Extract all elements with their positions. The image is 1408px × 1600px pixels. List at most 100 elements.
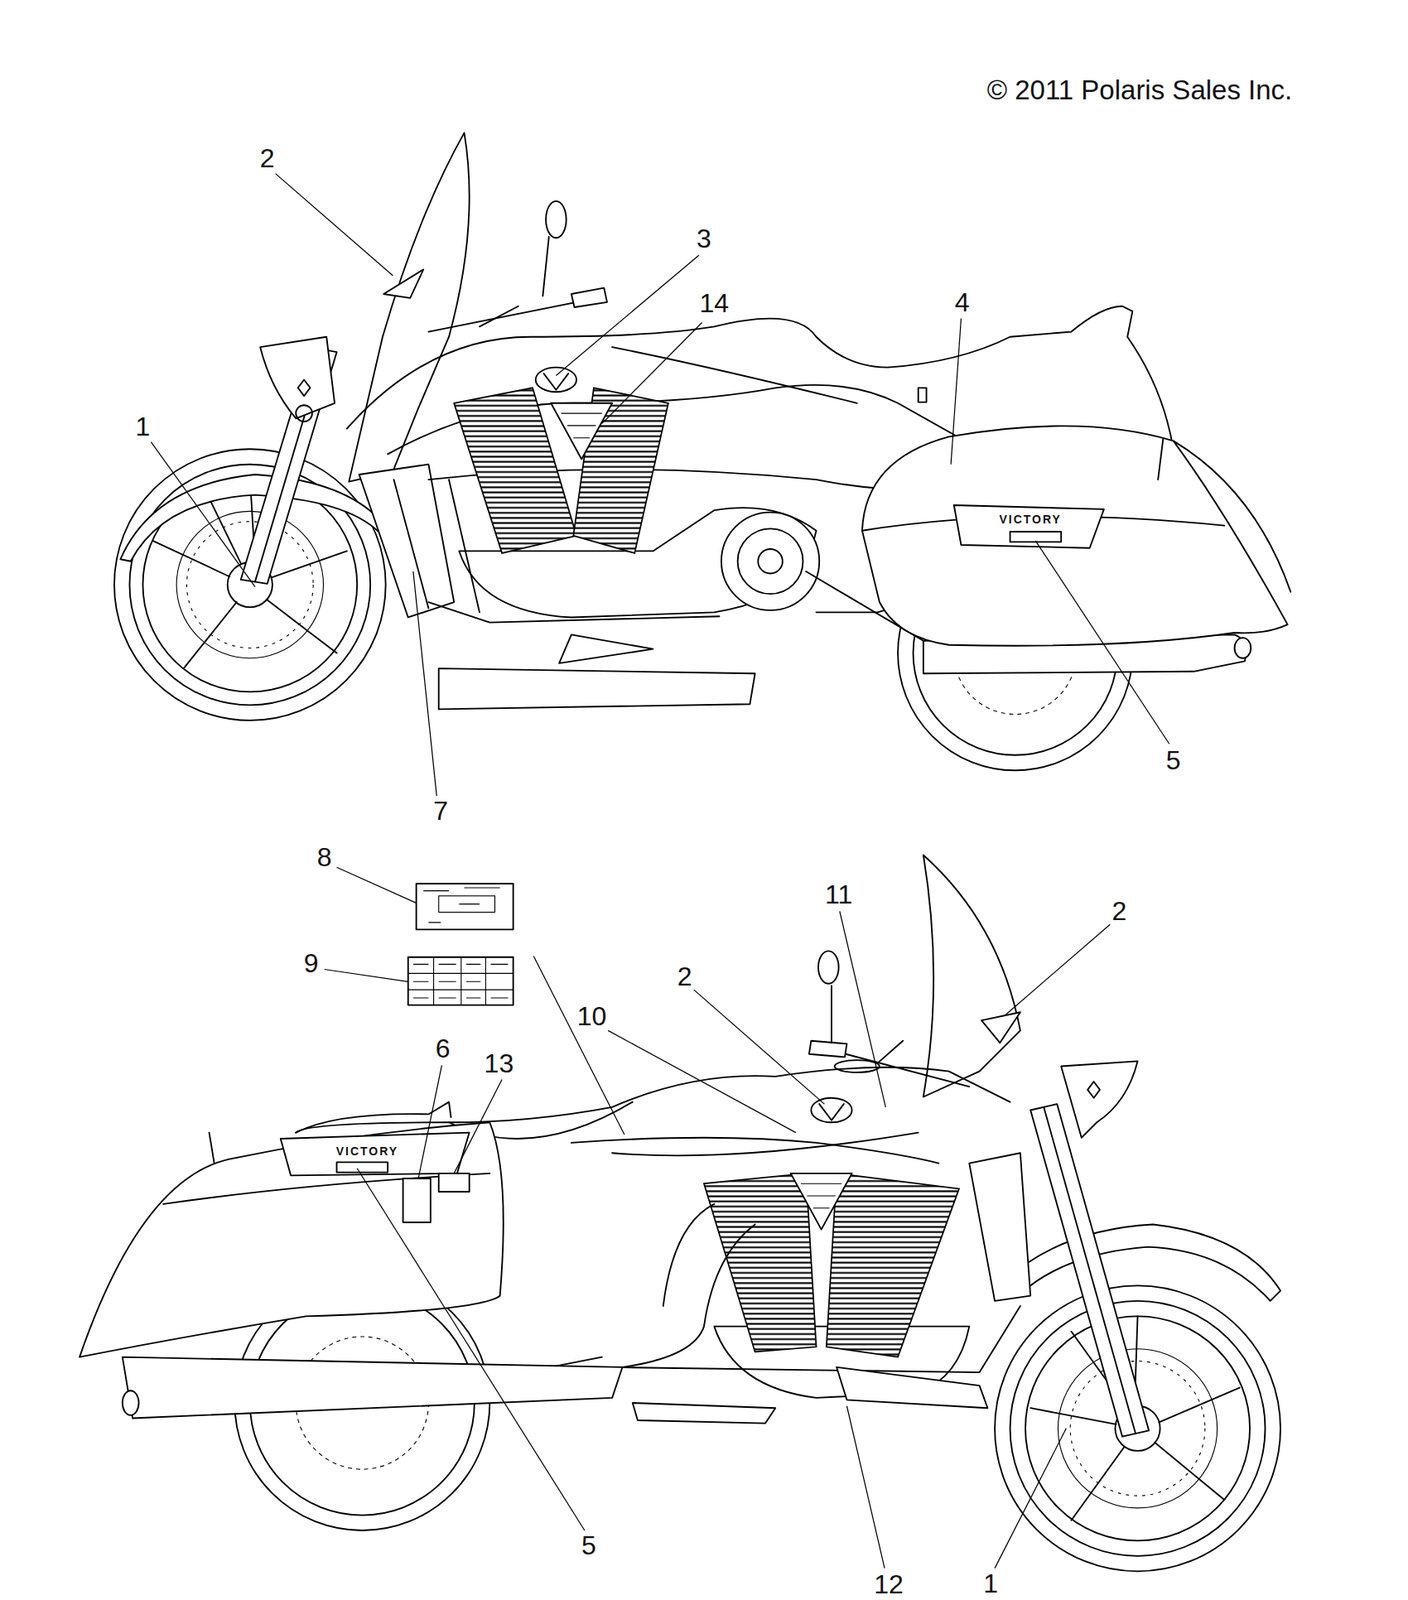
leader-lines-part <box>602 322 703 424</box>
top-motorcycle-part <box>176 511 324 658</box>
top-motorcycle-part <box>545 201 567 238</box>
callout-number: 8 <box>317 843 333 871</box>
leader-lines-part <box>533 955 625 1135</box>
bottom-motorcycle-part <box>337 1162 389 1172</box>
callout-number: 2 <box>260 144 275 172</box>
bottom-motorcycle-part <box>79 1122 504 1357</box>
bottom-motorcycle-part <box>923 855 1021 1098</box>
decal-sheets <box>408 883 514 1006</box>
leader-lines-part <box>694 989 825 1105</box>
top-motorcycle-part <box>757 549 783 574</box>
top-motorcycle-part <box>544 373 569 391</box>
top-motorcycle-part <box>383 269 424 298</box>
bottom-motorcycle-part <box>818 950 840 984</box>
top-motorcycle <box>114 132 1291 771</box>
top-motorcycle-part <box>535 367 577 393</box>
bottom-motorcycle-part <box>834 1060 880 1073</box>
bottom-motorcycle-part <box>969 1152 1031 1302</box>
top-motorcycle-part <box>550 403 613 460</box>
bottom-motorcycle-part <box>280 1133 470 1177</box>
decal-sheets-part <box>416 883 514 930</box>
bottom-motorcycle <box>79 855 1281 1572</box>
bottom-motorcycle-part <box>836 1367 988 1408</box>
bottom-motorcycle-part <box>841 1053 970 1088</box>
leader-lines-part <box>950 318 961 465</box>
top-motorcycle-part <box>438 668 756 709</box>
brand-badge-text: VICTORY <box>998 513 1061 526</box>
bottom-motorcycle-part <box>1060 1060 1138 1138</box>
callout-number: 13 <box>484 1050 515 1077</box>
bottom-motorcycle-part <box>790 1173 853 1230</box>
top-motorcycle-part <box>721 512 820 611</box>
top-motorcycle-part <box>1157 438 1291 593</box>
top-motorcycle-part <box>612 347 858 404</box>
bottom-motorcycle-part <box>122 1390 140 1416</box>
callout-number: 3 <box>696 225 712 252</box>
leader-lines-part <box>994 1428 1066 1569</box>
top-motorcycle-part <box>298 379 311 396</box>
bottom-motorcycle-part <box>1030 1104 1149 1437</box>
top-motorcycle-part <box>954 505 1105 549</box>
bottom-motorcycle-part <box>1004 1224 1281 1301</box>
bottom-motorcycle-part <box>622 1204 755 1368</box>
bottom-motorcycle-part <box>1087 1081 1100 1099</box>
top-motorcycle-part <box>186 521 314 649</box>
callout-number: 5 <box>581 1532 597 1559</box>
bottom-motorcycle-part <box>826 1173 960 1358</box>
top-motorcycle-part <box>862 425 1288 646</box>
brand-badge-text: VICTORY <box>336 1145 399 1158</box>
leader-lines-part <box>275 173 394 276</box>
bottom-motorcycle-part <box>809 1041 848 1058</box>
bottom-motorcycle-part <box>612 1133 919 1157</box>
leader-lines-part <box>413 571 437 796</box>
decal-sheets-part <box>413 964 509 999</box>
callout-number: 14 <box>699 289 730 317</box>
top-motorcycle-part <box>260 337 335 420</box>
callout-number: 4 <box>954 289 970 316</box>
top-motorcycle-part <box>394 479 430 608</box>
bottom-motorcycle-part <box>800 1183 842 1209</box>
copyright-notice: © 2011 Polaris Sales Inc. <box>987 76 1293 104</box>
top-motorcycle-part <box>114 448 386 721</box>
top-motorcycle-part <box>571 288 608 308</box>
leader-lines-part <box>839 911 886 1108</box>
leader-lines-part <box>150 442 256 588</box>
leader-lines-part <box>453 1080 502 1174</box>
bottom-motorcycle-part <box>163 1173 490 1205</box>
top-motorcycle-part <box>479 236 550 327</box>
decal-sheets-part <box>423 887 500 923</box>
decal-sheets-part <box>408 957 514 1006</box>
bottom-motorcycle-part <box>209 1133 215 1164</box>
callout-number: 1 <box>135 413 151 440</box>
callout-number: 9 <box>303 949 319 977</box>
leader-lines-part <box>555 255 699 376</box>
callout-number: 1 <box>983 1570 999 1597</box>
top-motorcycle-part <box>559 634 653 663</box>
leader-lines-part <box>337 867 417 903</box>
callout-number: 2 <box>677 963 693 990</box>
callout-number: 10 <box>577 1002 608 1030</box>
top-motorcycle-part <box>359 464 455 618</box>
top-motorcycle-part <box>737 528 804 594</box>
top-motorcycle-part <box>348 132 469 482</box>
bottom-motorcycle-part <box>819 1104 844 1121</box>
leader-lines-part <box>324 969 409 982</box>
callout-number: 7 <box>433 797 449 825</box>
top-motorcycle-part <box>1234 637 1252 659</box>
bottom-motorcycle-part <box>571 1137 939 1164</box>
bottom-motorcycle-part <box>295 1067 1010 1134</box>
leader-lines-part <box>418 1065 442 1179</box>
bottom-motorcycle-part <box>612 1306 1021 1373</box>
leader-lines-part <box>846 1406 885 1569</box>
decal-sheets-part <box>408 957 514 1006</box>
callout-number: 5 <box>1166 747 1182 774</box>
top-motorcycle-part <box>1010 531 1062 542</box>
top-motorcycle-part <box>561 413 603 439</box>
bottom-motorcycle-part <box>122 1357 623 1419</box>
bottom-motorcycle-part <box>831 985 903 1064</box>
top-motorcycle-part <box>918 387 927 402</box>
top-motorcycle-part <box>448 479 480 613</box>
leader-lines-part <box>356 1168 585 1531</box>
